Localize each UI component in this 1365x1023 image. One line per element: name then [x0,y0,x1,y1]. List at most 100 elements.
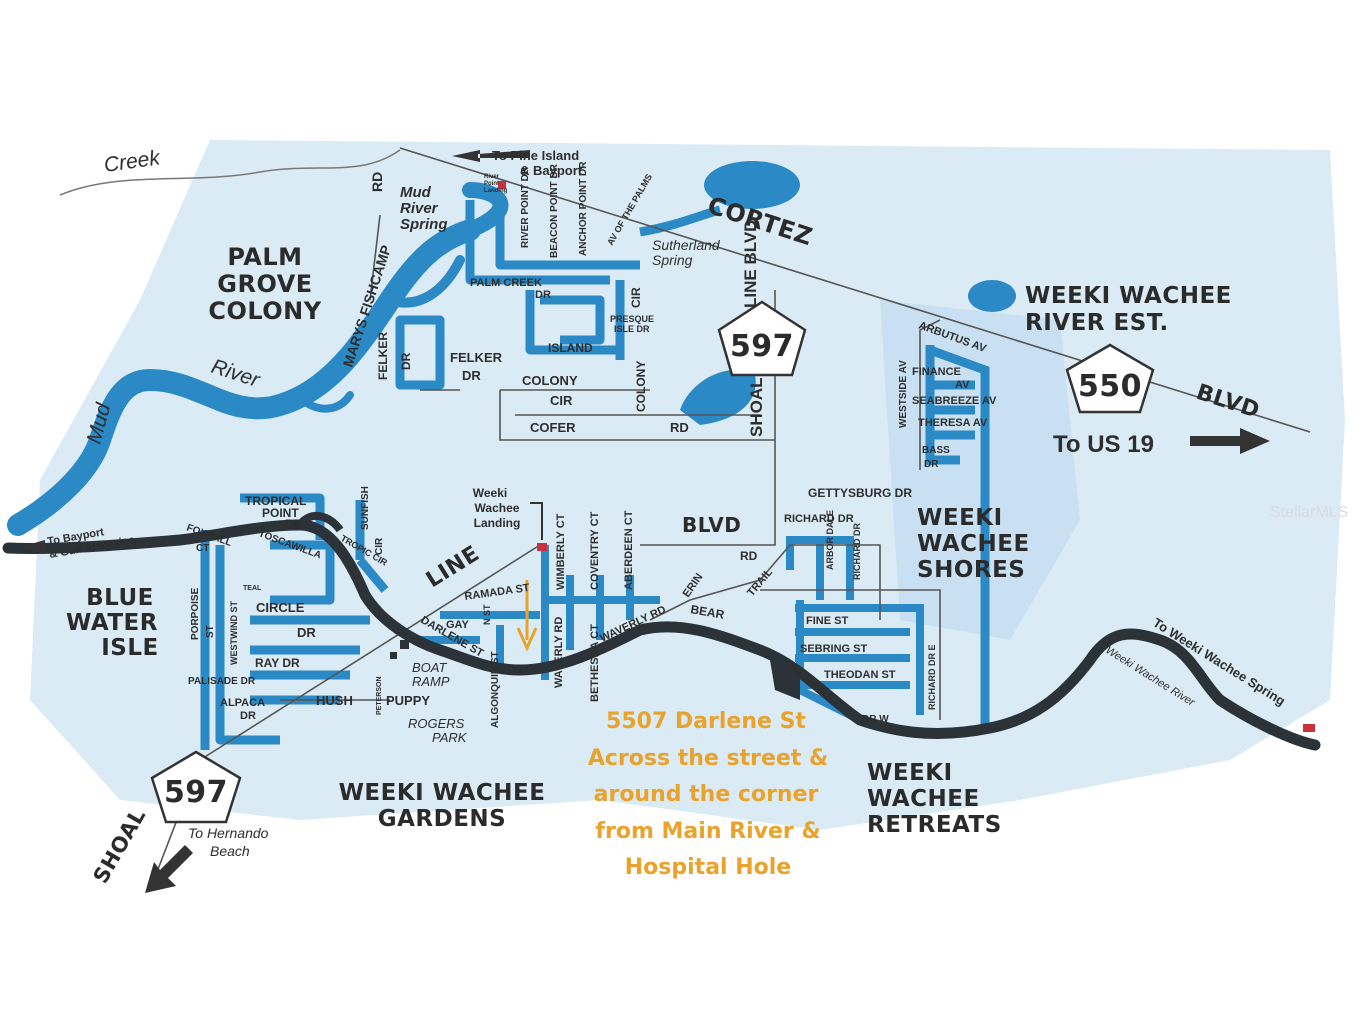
svg-text:Mud: Mud [400,184,432,201]
street-teal: TEAL [243,585,262,592]
svg-text:WATER: WATER [66,610,158,636]
svg-text:FINANCE: FINANCE [912,366,961,378]
north-canals [395,195,722,390]
street-colony-vertical: COLONY [634,361,648,412]
arrow-west-icon [452,150,530,162]
street-colony: COLONY [522,373,578,388]
svg-text:ROGERS: ROGERS [408,716,465,731]
street-richard-dr-vertical: RICHARD DR [852,523,862,580]
svg-text:Spring: Spring [400,216,448,233]
svg-text:WEEKI WACHEE: WEEKI WACHEE [339,780,546,806]
svg-text:Landing: Landing [474,516,521,530]
svg-text:BLUE: BLUE [86,585,154,611]
street-arbor-dale: ARBOR DALE [825,510,835,570]
street-palisade-dr: PALISADE DR [188,676,256,687]
street-river-point-dr: RIVER POINT DR [520,166,531,248]
river-bend [296,512,344,533]
river-point-landing-marker [498,181,506,189]
landing-pointer-icon [530,502,543,540]
svg-text:COLONY: COLONY [208,297,321,325]
svg-text:ISLE: ISLE [101,635,159,661]
street-porpoise-st: PORPOISE ST [190,587,216,640]
street-puppy: PUPPY [386,693,430,708]
svg-text:550: 550 [1078,369,1142,404]
svg-text:POINT: POINT [262,506,299,520]
svg-text:WACHEE: WACHEE [917,531,1030,557]
label-retreats: WEEKI WACHEE RETREATS [867,760,1002,838]
svg-text:River: River [484,174,500,180]
street-circle-dr: DR [297,625,316,640]
svg-text:ALPACA: ALPACA [220,697,265,709]
street-finance: FINANCE AV [912,366,970,391]
street-n-st: N ST [482,604,492,625]
water-wash [30,140,1345,830]
svg-text:To Pine Island: To Pine Island [492,148,579,163]
svg-text:Across the street &: Across the street & [588,746,828,771]
svg-text:WEEKI: WEEKI [867,760,953,786]
street-algonquin-st: ALGONQUIN ST [490,651,501,728]
street-beacon-point-dr: BEACON POINT DR [549,163,560,258]
svg-text:SHORES: SHORES [917,557,1025,583]
label-weeki-landing: Weeki Wachee Landing [473,486,521,530]
shield-597-bottom: 597 [150,750,242,824]
street-dr-w: DR W [862,714,889,725]
svg-text:PORPOISE: PORPOISE [190,587,201,640]
street-richard-dr: RICHARD DR [784,513,854,525]
arrow-east-icon [1190,428,1270,454]
lake-colony [680,369,756,425]
street-bass: BASS DR [922,445,950,470]
street-felker-vertical: FELKER [376,332,390,380]
shield-550: 550 [1065,343,1155,414]
svg-text:PRESQUE: PRESQUE [610,314,654,324]
svg-text:PARK: PARK [432,730,468,745]
street-richard-dr-e: RICHARD DR E [927,644,937,710]
svg-text:GROVE: GROVE [217,270,312,298]
shield-597-top: 597 [717,300,807,377]
svg-text:ISLE DR: ISLE DR [614,324,650,334]
street-cofer: COFER [530,420,576,435]
svg-text:RETREATS: RETREATS [867,812,1002,838]
street-cofer-rd: RD [670,420,689,435]
svg-text:WEEKI WACHEE: WEEKI WACHEE [1025,283,1232,309]
svg-text:597: 597 [730,329,794,364]
property-callout: 5507 Darlene St Across the street & arou… [588,709,828,880]
street-peterson: PETERSON [376,676,383,715]
street-bethesda-ct: BETHESDA CT [589,624,601,702]
svg-text:DR: DR [924,459,939,470]
svg-text:& Bayport: & Bayport [520,163,583,178]
street-gay: GAY [446,619,469,631]
svg-text:SUNFISH: SUNFISH [360,486,371,530]
watermark: StellarMLS [1270,504,1348,521]
svg-text:DR: DR [240,710,256,722]
svg-text:PALM: PALM [227,243,302,271]
svg-text:WEEKI: WEEKI [917,505,1003,531]
street-tropical-point-dr: TROPICAL POINT DR [245,494,306,531]
street-felker-dr: DR [462,368,481,383]
street-aberdeen-ct: ABERDEEN CT [623,510,635,590]
svg-text:RIVER EST.: RIVER EST. [1025,310,1169,336]
street-sunfish-cir: SUNFISH CIR [360,486,385,555]
street-felker-dr-vertical: DR [399,352,413,370]
svg-text:Spring: Spring [652,252,693,268]
street-rd-north: RD [369,172,385,192]
svg-text:Beach: Beach [210,843,250,859]
svg-text:597: 597 [164,775,228,810]
svg-text:Landing: Landing [484,188,508,194]
shores-canals [925,345,990,725]
street-palm-creek: PALM CREEK [470,277,542,289]
svg-text:BASS: BASS [922,445,950,456]
label-mud-river-spring: Mud River Spring [400,184,448,233]
label-river-point-landing: River Point Landing [484,174,508,194]
svg-text:around the corner: around the corner [594,782,819,807]
svg-text:GARDENS: GARDENS [378,806,507,832]
arrow-west-gulf-icon [20,540,45,554]
label-shoal-vertical: SHOAL [747,378,766,438]
gardens-canals [420,545,660,680]
svg-text:Hospital Hole: Hospital Hole [625,855,791,880]
svg-text:To Hernando: To Hernando [188,825,269,841]
label-blvd-mid: BLVD [682,513,741,537]
street-westside: WESTSIDE AV [898,360,909,428]
weeki-landing-marker [537,543,547,551]
street-circle: CIRCLE [256,600,305,615]
